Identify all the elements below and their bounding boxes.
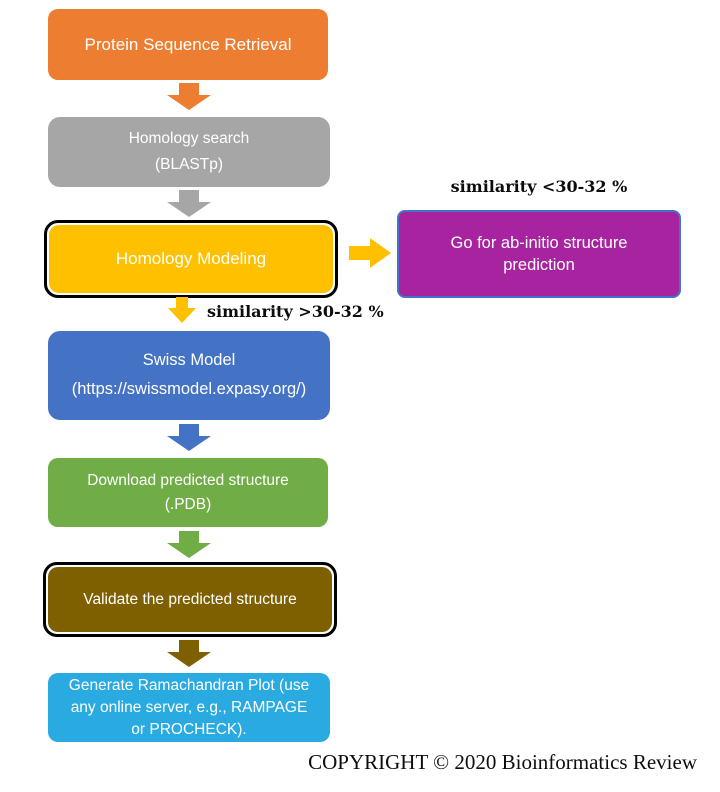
flow-arrow-download-to-validate — [167, 531, 211, 558]
flow-box-download-structure: Download predicted structure (.PDB) — [48, 458, 328, 527]
flow-box-validate-structure: Validate the predicted structure — [43, 562, 337, 637]
flow-box-label-line1: Swiss Model — [142, 350, 236, 369]
flow-box-label: Download predicted structure (.PDB) — [87, 471, 289, 513]
flow-box-label-line1: Homology search — [128, 130, 250, 147]
flow-box-label-line2: (https://swissmodel.expasy.org/) — [71, 379, 307, 398]
flow-box-label: Generate Ramachandran Plot (use any onli… — [68, 676, 310, 738]
flow-box-label: Homology Modeling — [115, 249, 267, 268]
similarity-high-label: similarity >30-32 % — [207, 302, 384, 321]
flow-box-label: Validate the predicted structure — [83, 590, 297, 608]
flow-arrow-homology-search-to-modeling — [167, 190, 211, 217]
flow-box-protein-sequence-retrieval: Protein Sequence Retrieval — [48, 9, 328, 80]
flow-box-ab-initio: Go for ab-initio structure prediction — [397, 210, 681, 298]
flow-arrow-swiss-model-to-download — [167, 424, 211, 451]
flow-box-label: Go for ab-initio structure prediction — [450, 233, 628, 274]
flow-box-validate-structure-fill: Validate the predicted structure — [48, 567, 332, 632]
flow-box-label-line2: (BLASTp) — [154, 156, 224, 173]
copyright-text: COPYRIGHT © 2020 Bioinformatics Review — [308, 750, 697, 774]
flow-box-ramachandran-plot: Generate Ramachandran Plot (use any onli… — [48, 673, 330, 742]
flow-box-homology-search: Homology search (BLASTp) — [48, 117, 330, 187]
flow-arrow-retrieval-to-homology-search — [167, 83, 211, 110]
flow-arrow-modeling-to-ab-initio — [349, 238, 391, 268]
flow-box-label: Protein Sequence Retrieval — [84, 34, 292, 54]
flow-box-homology-modeling: Homology Modeling — [44, 220, 338, 298]
similarity-low-label: similarity <30-32 % — [450, 177, 628, 196]
flow-box-homology-modeling-fill: Homology Modeling — [49, 225, 333, 293]
flow-arrow-validate-to-ramachandran — [167, 640, 211, 667]
flow-box-swiss-model: Swiss Model (https://swissmodel.expasy.o… — [48, 331, 330, 420]
flow-arrow-modeling-to-swiss-model — [168, 297, 196, 323]
